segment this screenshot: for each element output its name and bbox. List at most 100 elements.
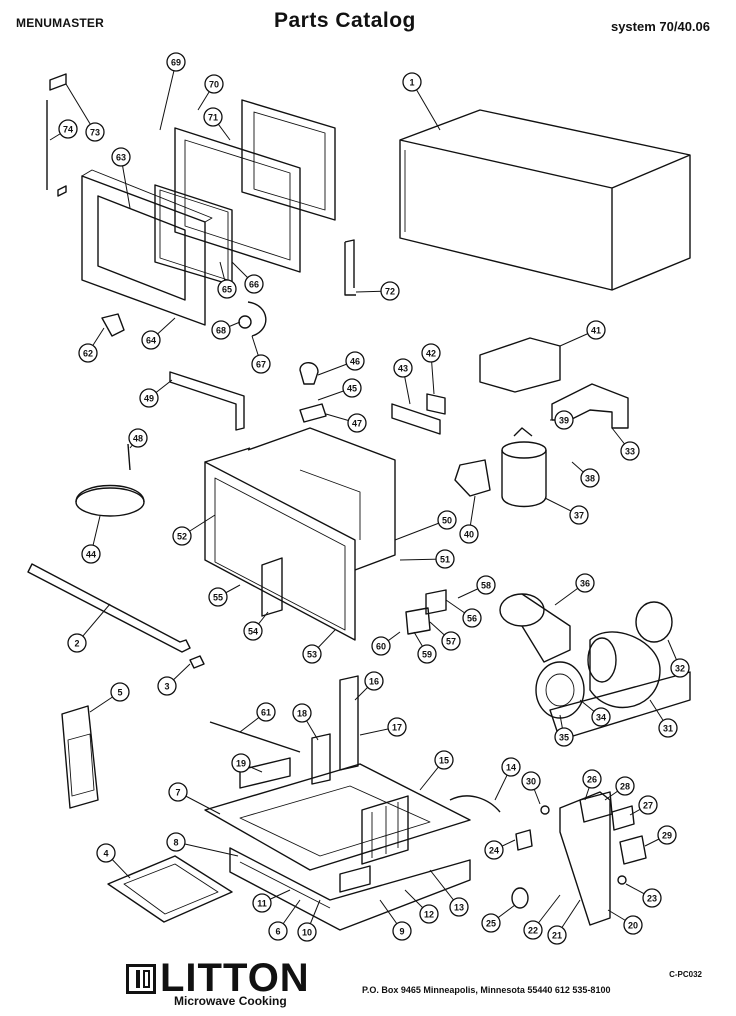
callout-circle [449, 897, 469, 917]
callout-number: 13 [454, 903, 464, 913]
callout-number: 53 [307, 650, 317, 660]
callout-3: 3 [157, 663, 191, 696]
callout-67: 67 [251, 335, 271, 374]
callout-number: 50 [442, 516, 452, 526]
callout-number: 73 [90, 128, 100, 138]
part-lamp-bracket [299, 403, 327, 423]
callout-number: 48 [133, 434, 143, 444]
callout-number: 25 [486, 919, 496, 929]
part-switch [425, 589, 447, 615]
callout-31: 31 [649, 699, 678, 738]
callout-circle [208, 587, 228, 607]
callout-61: 61 [239, 702, 276, 733]
part-control-panel [61, 705, 99, 809]
callout-55: 55 [208, 584, 241, 607]
callout-17: 17 [359, 717, 407, 737]
callout-74: 74 [49, 119, 78, 141]
callout-circle [387, 717, 407, 737]
part-control-bracket [511, 791, 647, 926]
callout-number: 57 [446, 637, 456, 647]
callout-circle [252, 893, 272, 913]
callout-leader-line [159, 61, 177, 131]
part-blower [499, 593, 691, 741]
callout-58: 58 [457, 575, 496, 599]
callout-circle [141, 330, 161, 350]
callout-25: 25 [481, 904, 516, 933]
part-outer-door [81, 169, 213, 326]
callout-number: 12 [424, 910, 434, 920]
callout-7: 7 [168, 782, 221, 815]
callout-38: 38 [571, 461, 600, 488]
callout-circle [462, 608, 482, 628]
callout-number: 43 [398, 364, 408, 374]
callout-circle [96, 843, 116, 863]
callout-circle [437, 510, 457, 530]
part-diode-holder [454, 459, 491, 497]
callout-number: 62 [83, 349, 93, 359]
callout-circle [670, 658, 690, 678]
callout-18: 18 [292, 703, 319, 741]
callout-number: 14 [506, 763, 516, 773]
callout-33: 33 [611, 427, 640, 461]
callout-62: 62 [78, 327, 105, 363]
callout-20: 20 [607, 909, 643, 935]
callout-number: 67 [256, 360, 266, 370]
part-front-rail [27, 563, 191, 653]
callout-number: 31 [663, 724, 673, 734]
callout-circle [110, 682, 130, 702]
callout-circle [172, 526, 192, 546]
callout-circle [347, 413, 367, 433]
callout-circle [85, 122, 105, 142]
callout-circle [620, 441, 640, 461]
callout-28: 28 [604, 776, 635, 801]
callout-34: 34 [579, 699, 611, 727]
callout-54: 54 [243, 611, 269, 641]
callout-circle [421, 343, 441, 363]
callout-66: 66 [231, 261, 264, 294]
callout-52: 52 [172, 514, 216, 546]
part-power-cord [449, 795, 501, 813]
callout-2: 2 [67, 603, 111, 653]
callout-10: 10 [297, 899, 321, 942]
system-number: system 70/40.06 [610, 19, 710, 34]
litton-logo-icon [126, 964, 156, 994]
callout-64: 64 [141, 317, 176, 350]
callout-circle [380, 281, 400, 301]
callout-number: 24 [489, 846, 499, 856]
callout-circle [638, 795, 658, 815]
callout-27: 27 [629, 795, 658, 816]
callout-56: 56 [445, 599, 482, 628]
callout-number: 17 [392, 723, 402, 733]
callout-circle [166, 52, 186, 72]
callout-22: 22 [523, 894, 561, 940]
part-filter [426, 393, 446, 415]
callout-number: 36 [580, 579, 590, 589]
callout-circle [623, 915, 643, 935]
callout-number: 8 [173, 838, 178, 848]
callout-number: 29 [662, 831, 672, 841]
part-transformer-bracket [339, 675, 359, 771]
callout-number: 3 [164, 682, 169, 692]
callout-number: 63 [116, 153, 126, 163]
callout-number: 7 [175, 788, 180, 798]
brand-logo-text: LITTON [160, 956, 310, 1000]
callout-53: 53 [302, 629, 336, 664]
callout-number: 11 [257, 899, 267, 909]
callout-number: 21 [552, 931, 562, 941]
callout-circle [251, 354, 271, 374]
callout-71: 71 [203, 107, 231, 141]
callout-circle [371, 636, 391, 656]
part-fuse-holder [311, 733, 331, 785]
callout-number: 32 [675, 664, 685, 674]
callout-circle [393, 358, 413, 378]
callout-48: 48 [128, 428, 148, 449]
callout-circle [575, 573, 595, 593]
document-code: C-PC032 [669, 970, 702, 979]
callout-46: 46 [317, 351, 365, 376]
callout-circle [204, 74, 224, 94]
callout-circle [364, 671, 384, 691]
callout-number: 70 [209, 80, 219, 90]
callout-number: 45 [347, 384, 357, 394]
callout-number: 41 [591, 326, 601, 336]
callout-circle [211, 320, 231, 340]
